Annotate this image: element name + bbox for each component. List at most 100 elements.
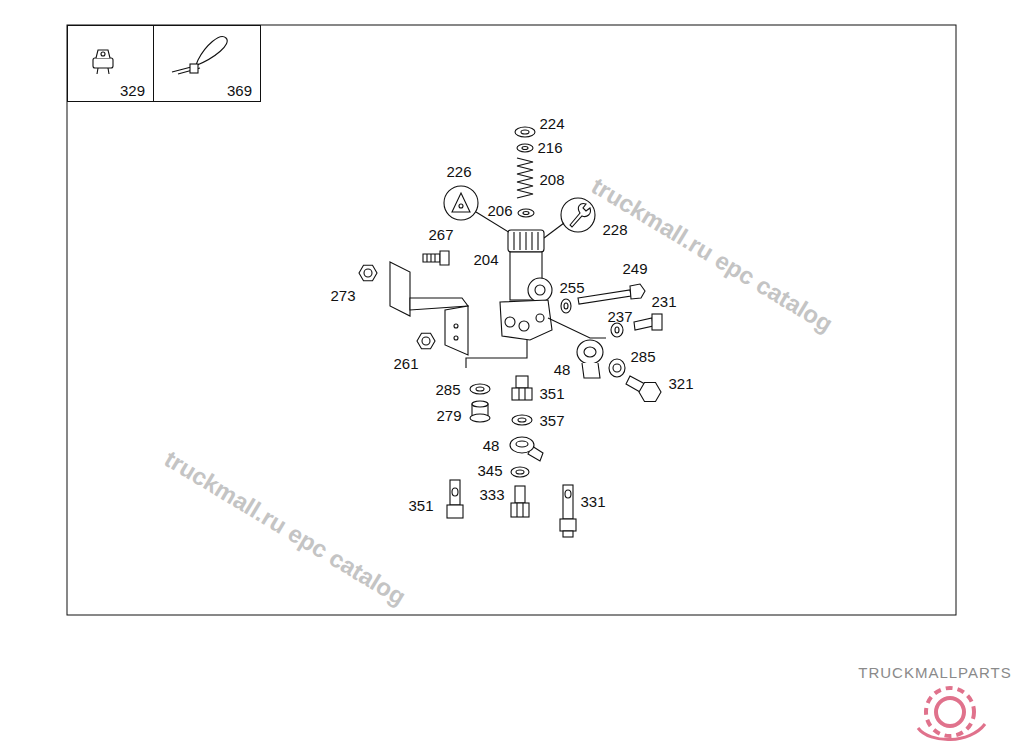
valve-parts-part (466, 340, 527, 368)
callout-number: 331 (580, 494, 605, 509)
valve-parts-part (454, 324, 458, 328)
valve-parts-part (528, 278, 552, 302)
callout-number: 231 (651, 294, 676, 309)
valve-parts-part (515, 127, 535, 137)
valve-parts-part (422, 337, 430, 345)
pressure-switch-icon-part (101, 52, 105, 56)
valve-parts-part (417, 333, 435, 349)
callout-number: 249 (622, 261, 647, 276)
callout-number: 206 (487, 203, 512, 218)
watermark: truckmall.ru epc catalog (160, 447, 409, 610)
valve-parts-part (440, 251, 449, 265)
valve-parts-part (512, 388, 532, 400)
valve-parts-part (536, 314, 544, 322)
callout-number: 261 (393, 356, 418, 371)
cable-tie-icon (172, 37, 227, 74)
callout-number: 228 (602, 222, 627, 237)
valve-parts-part (639, 383, 661, 402)
pressure-switch-icon-part (97, 68, 109, 74)
cable-tie-icon-part (172, 37, 227, 72)
valve-parts-part (521, 130, 529, 134)
valve-parts-part (516, 441, 528, 447)
valve-parts-part (560, 519, 576, 531)
valve-parts-part (563, 485, 573, 519)
callout-number: 357 (539, 413, 564, 428)
valve-parts-part (459, 204, 463, 208)
callout-number: 208 (539, 172, 564, 187)
valve-parts-part (508, 230, 544, 252)
valve-parts-part (359, 265, 377, 281)
valve-parts-part (517, 503, 523, 517)
valve-parts-part (472, 401, 488, 407)
callout-number: 216 (537, 140, 562, 155)
valve-parts-part (470, 414, 490, 422)
valve-parts-part (544, 223, 564, 238)
valve-parts-part (470, 384, 490, 394)
valve-parts-part (561, 198, 595, 232)
valve-parts-part (515, 486, 525, 503)
callout-number: 267 (428, 227, 453, 242)
callout-number: 321 (668, 376, 693, 391)
valve-parts-part (445, 306, 468, 355)
callout-number: 226 (446, 164, 471, 179)
valve-parts-part (423, 254, 440, 262)
drawing-frame-part (67, 25, 956, 615)
callout-number: 351 (539, 386, 564, 401)
valve-parts-part (511, 467, 529, 477)
valve-parts-part (517, 158, 533, 198)
valve-parts-part (454, 336, 458, 340)
valve-parts-part (652, 314, 662, 330)
valve-parts-part (564, 303, 568, 309)
valve-parts-part (390, 262, 410, 316)
callout-number: 369 (227, 82, 252, 99)
legend-cell: 369 (153, 25, 261, 102)
valve-parts-part (570, 204, 590, 227)
callout-number: 345 (477, 463, 502, 478)
valve-parts-part (511, 503, 529, 517)
valve-parts-part (518, 418, 526, 422)
legend-cell: 329 (67, 25, 154, 102)
cable-tie-icon-part (190, 64, 198, 73)
valve-parts-part (578, 290, 631, 304)
callout-number: 285 (630, 349, 655, 364)
valve-parts-part (563, 531, 573, 537)
valve-parts-part (512, 415, 532, 425)
valve-parts-part (427, 254, 435, 262)
valve-parts-part (517, 144, 533, 152)
logo-gear-part (936, 698, 964, 726)
valve-parts-part (444, 186, 478, 220)
callout-number: 48 (554, 362, 571, 377)
valve-parts-part (519, 321, 529, 331)
valve-parts-part (519, 388, 525, 400)
valve-parts-part (577, 340, 603, 364)
callout-number: 285 (435, 382, 460, 397)
valve-parts-part (582, 363, 600, 378)
valve-parts-part (565, 490, 571, 498)
drawing-frame (67, 25, 956, 615)
logo-text: TRUCKMALLPARTS (858, 665, 1011, 680)
valve-parts-part (615, 327, 619, 333)
valve-parts-part (522, 147, 528, 150)
valve-parts-part (523, 212, 529, 215)
callout-number: 255 (559, 280, 584, 295)
valve-parts-part (630, 284, 645, 299)
valve-parts-part (514, 232, 538, 250)
valve-parts-part (500, 300, 552, 340)
valve-parts-part (452, 193, 470, 212)
valve-parts-part (516, 470, 524, 474)
callout-number: 329 (120, 82, 145, 99)
valve-parts-part (561, 299, 571, 313)
callout-number: 204 (473, 252, 498, 267)
callout-number: 224 (539, 116, 564, 131)
callout-number: 333 (479, 487, 504, 502)
callout-number: 273 (330, 288, 355, 303)
callout-number: 351 (408, 498, 433, 513)
valve-parts-part (450, 480, 460, 505)
valve-parts-part (634, 318, 653, 330)
callout-number: 279 (436, 408, 461, 423)
valve-parts-part (613, 364, 621, 372)
valve-parts-part (548, 318, 606, 338)
valve-parts-part (510, 437, 534, 453)
